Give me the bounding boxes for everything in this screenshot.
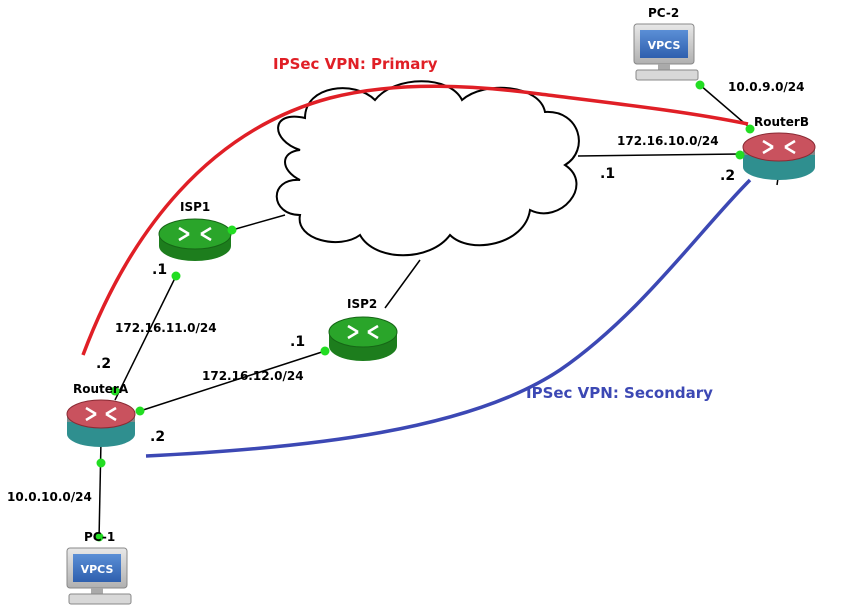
pc1-computer-icon[interactable]: VPCS <box>66 547 132 605</box>
network-isp2-routera: 172.16.12.0/24 <box>202 369 304 383</box>
interface-dots <box>94 80 755 542</box>
interface-dot <box>171 271 181 281</box>
host-id-isp1: .1 <box>152 262 167 278</box>
isp1-name-label: ISP1 <box>180 200 210 214</box>
interface-dot <box>695 80 705 90</box>
interface-dot <box>110 386 120 396</box>
link-pc2-routerb <box>699 84 751 129</box>
interface-dot <box>735 150 745 160</box>
isp1-router-icon[interactable] <box>158 218 232 261</box>
physical-links <box>98 84 779 541</box>
link-isp1-routera <box>114 275 177 401</box>
routerb-name-label: RouterB <box>754 115 809 129</box>
network-isp-routerb: 172.16.10.0/24 <box>617 134 719 148</box>
routera-router-icon[interactable] <box>66 399 136 447</box>
interface-dot <box>745 124 755 134</box>
host-id-routera-isp1: .2 <box>96 356 111 372</box>
interface-dot <box>94 532 104 542</box>
primary-vpn-label: IPSec VPN: Primary <box>273 55 438 73</box>
secondary-vpn-tunnel <box>145 178 752 458</box>
primary-vpn-tunnel <box>81 84 749 356</box>
host-id-isp2: .1 <box>290 334 305 350</box>
network-pc2-lan: 10.0.9.0/24 <box>728 80 805 94</box>
interface-dot <box>320 346 330 356</box>
link-cloud-isp2 <box>384 259 421 309</box>
pc1-name-label: PC-1 <box>84 530 115 544</box>
host-id-routerb: .2 <box>720 168 735 184</box>
pc2-computer-icon[interactable]: VPCS <box>633 23 699 81</box>
pc1-screen-label: VPCS <box>81 563 114 576</box>
pc2-screen-label: VPCS <box>648 39 681 52</box>
isp2-router-icon[interactable] <box>328 316 398 361</box>
interface-dot <box>135 406 145 416</box>
interface-dot <box>96 458 106 468</box>
network-pc1-lan: 10.0.10.0/24 <box>7 490 92 504</box>
interface-dot <box>227 225 237 235</box>
link-isp1-cloud <box>231 214 286 231</box>
routera-name-label: RouterA <box>73 382 129 396</box>
internet-cloud <box>275 80 580 257</box>
isp2-name-label: ISP2 <box>347 297 377 311</box>
host-id-routera-isp2: .2 <box>150 429 165 445</box>
link-isp2-routera <box>139 350 326 412</box>
pc2-name-label: PC-2 <box>648 6 679 20</box>
link-routera-pc1 <box>98 439 102 541</box>
secondary-vpn-label: IPSec VPN: Secondary <box>526 384 713 402</box>
link-cloud-routerb <box>577 153 741 157</box>
routerb-router-icon[interactable] <box>742 132 816 180</box>
host-id-cloud-routerb: .1 <box>600 166 615 182</box>
network-isp1-routera: 172.16.11.0/24 <box>115 321 217 335</box>
